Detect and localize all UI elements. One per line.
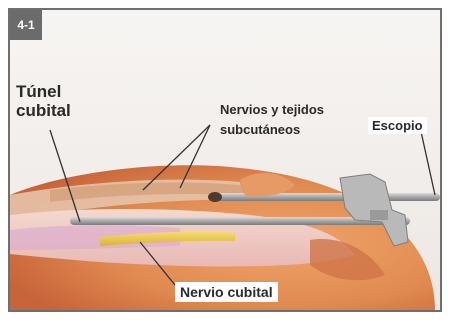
label-nerves-tissues: Nervios y tejidos subcutáneos bbox=[220, 100, 360, 140]
elbow-illustration bbox=[10, 10, 440, 310]
figure-badge: 4-1 bbox=[10, 10, 42, 40]
label-scope: Escopio bbox=[368, 117, 427, 134]
label-ulnar-nerve: Nervio cubital bbox=[175, 282, 278, 302]
label-cubital-tunnel-line2: cubital bbox=[16, 101, 76, 120]
label-nerves-tissues-line2: subcutáneos bbox=[220, 120, 360, 140]
label-cubital-tunnel: Túnel cubital bbox=[16, 82, 76, 120]
figure-frame: 4-1 Túnel cubital Nervios y tejidos subc… bbox=[8, 8, 442, 312]
label-nerves-tissues-line1: Nervios y tejidos bbox=[220, 100, 360, 120]
label-cubital-tunnel-line1: Túnel bbox=[16, 82, 76, 101]
